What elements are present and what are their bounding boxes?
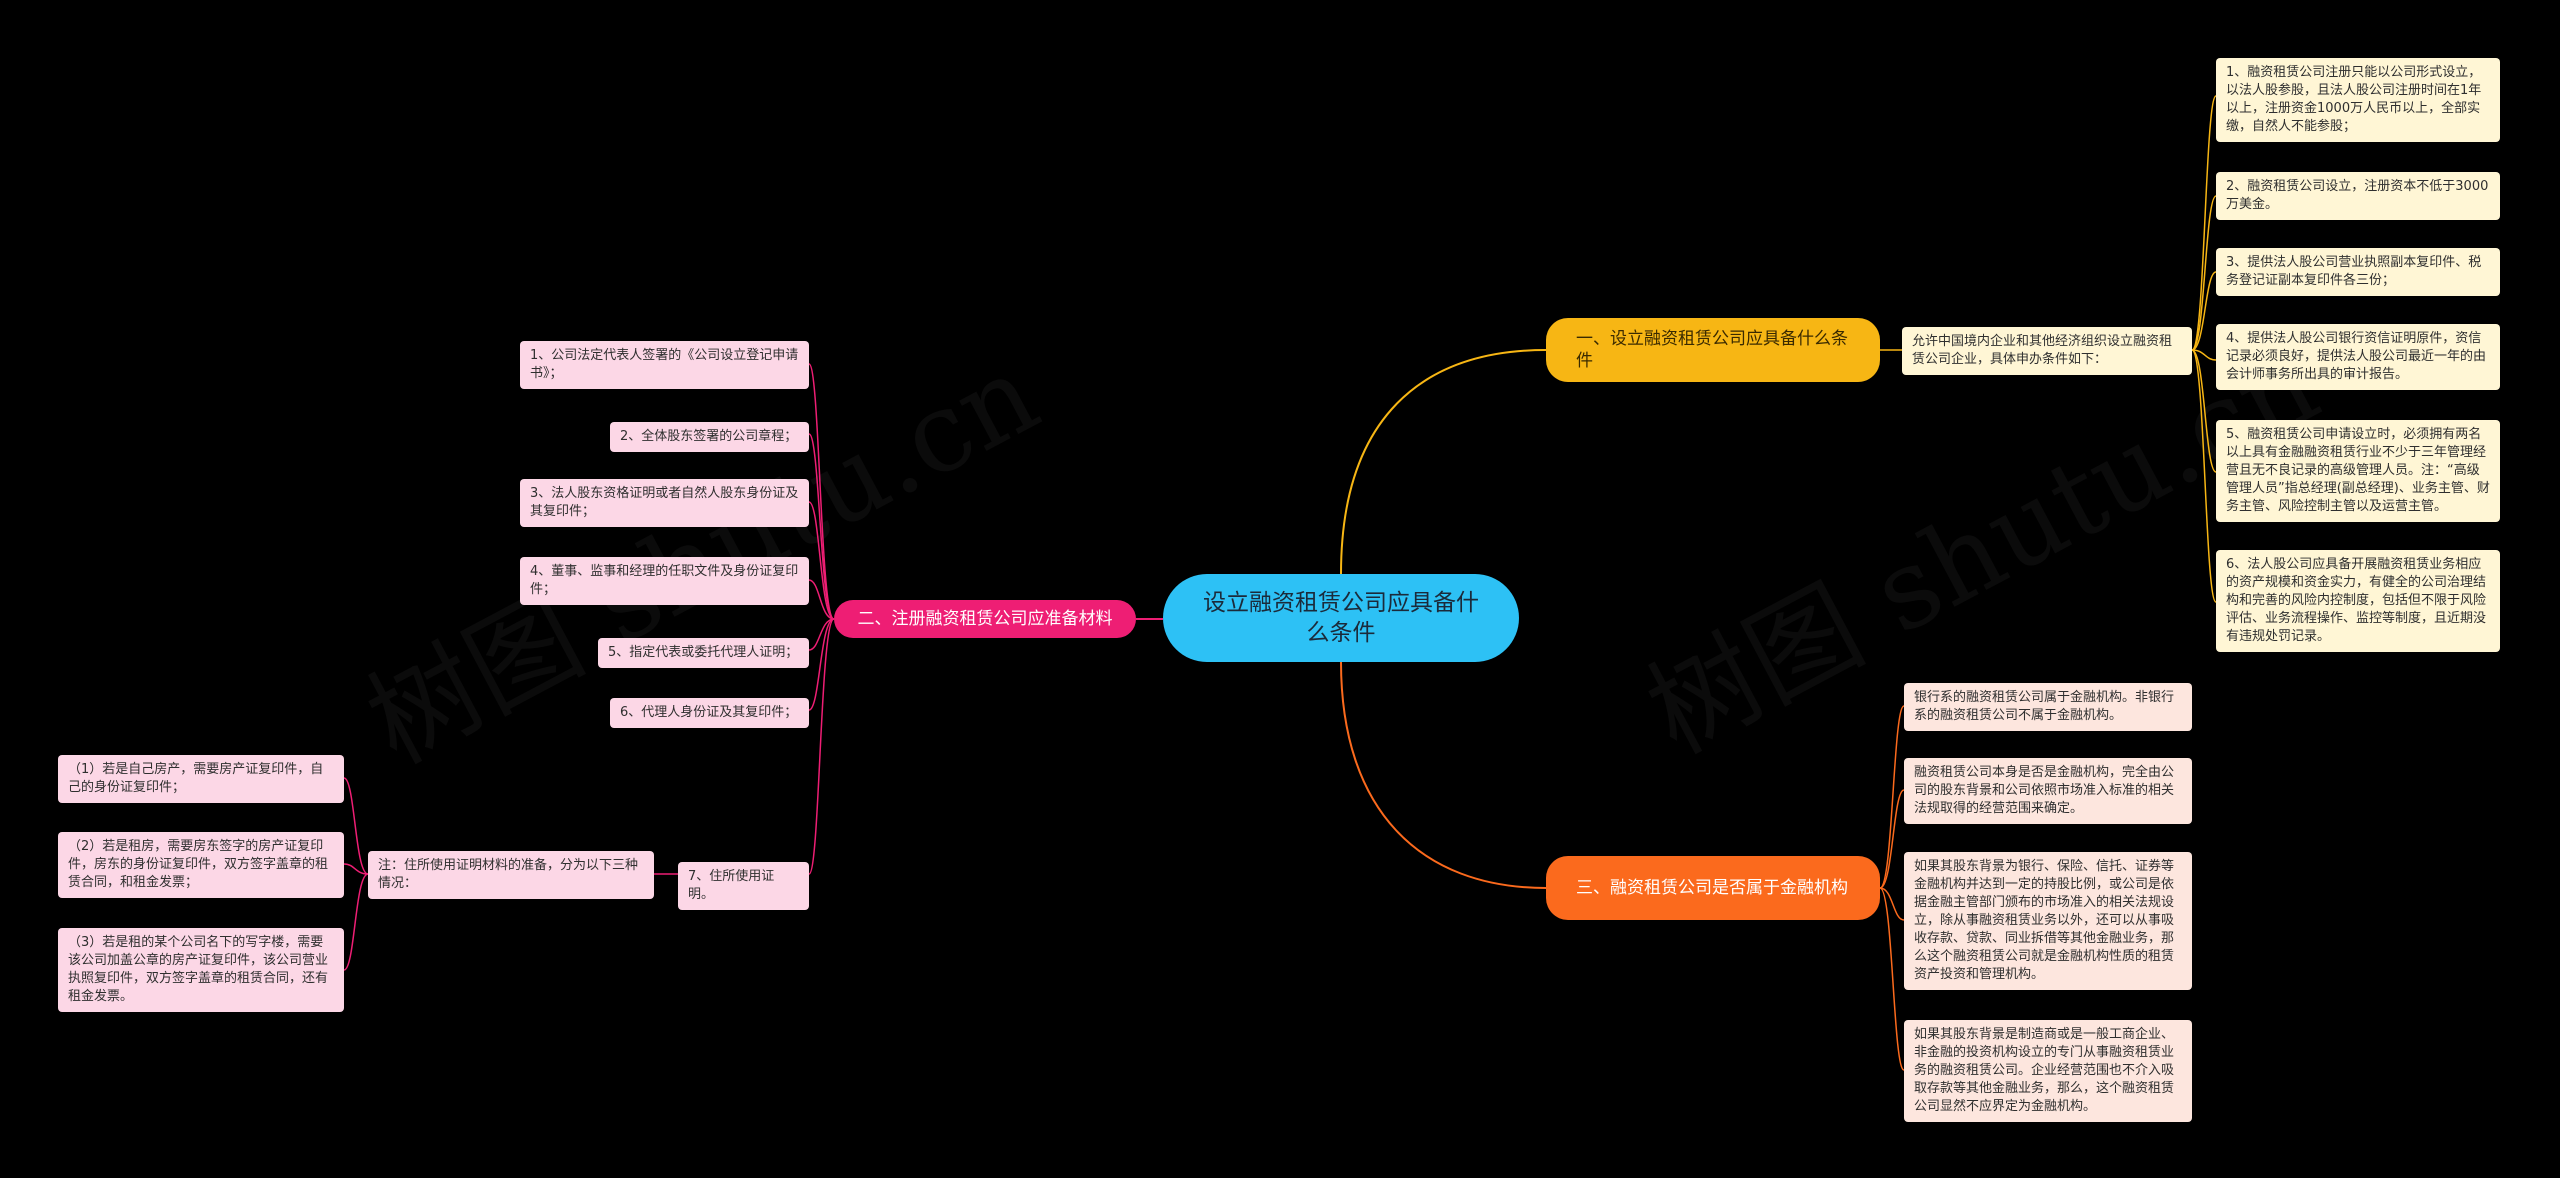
residence-case-3[interactable]: （3）若是租的某个公司名下的写字楼，需要该公司加盖公章的房产证复印件，该公司营业… (58, 928, 344, 1012)
institution-item-1[interactable]: 银行系的融资租赁公司属于金融机构。非银行系的融资租赁公司不属于金融机构。 (1904, 683, 2192, 731)
links-note-subitems (343, 777, 369, 971)
condition-item-5[interactable]: 5、融资租赁公司申请设立时，必须拥有两名以上具有金融融资租赁行业不少于三年管理经… (2216, 420, 2500, 522)
links-branch2-items (808, 363, 835, 875)
institution-item-4[interactable]: 如果其股东背景是制造商或是一般工商企业、非金融的投资机构设立的专门从事融资租赁业… (1904, 1020, 2192, 1122)
condition-item-2[interactable]: 2、融资租赁公司设立，注册资本不低于3000万美金。 (2216, 172, 2500, 220)
branch-conditions-summary[interactable]: 允许中国境内企业和其他经济组织设立融资租赁公司企业，具体申办条件如下： (1902, 327, 2192, 375)
link-root-branch1 (1340, 349, 1547, 575)
branch-materials[interactable]: 二、注册融资租赁公司应准备材料 (834, 600, 1136, 638)
links-branch1-items (2191, 95, 2217, 603)
material-item-2[interactable]: 2、全体股东签署的公司章程； (610, 422, 809, 452)
residence-proof-note[interactable]: 注：住所使用证明材料的准备，分为以下三种情况： (368, 851, 654, 899)
institution-item-2[interactable]: 融资租赁公司本身是否是金融机构，完全由公司的股东背景和公司依照市场准入标准的相关… (1904, 758, 2192, 824)
residence-case-2[interactable]: （2）若是租房，需要房东签字的房产证复印件，房东的身份证复印件，双方签字盖章的租… (58, 832, 344, 898)
condition-item-3[interactable]: 3、提供法人股公司营业执照副本复印件、税务登记证副本复印件各三份； (2216, 248, 2500, 296)
material-item-7[interactable]: 7、住所使用证明。 (678, 862, 809, 910)
institution-item-3[interactable]: 如果其股东背景为银行、保险、信托、证券等金融机构并达到一定的持股比例，或公司是依… (1904, 852, 2192, 990)
condition-item-6[interactable]: 6、法人股公司应具备开展融资租赁业务相应的资产规模和资金实力，有健全的公司治理结… (2216, 550, 2500, 652)
material-item-3[interactable]: 3、法人股东资格证明或者自然人股东身份证及其复印件； (520, 479, 809, 527)
residence-case-1[interactable]: （1）若是自己房产，需要房产证复印件，自己的身份证复印件； (58, 755, 344, 803)
root-topic[interactable]: 设立融资租赁公司应具备什么条件 (1163, 574, 1519, 662)
material-item-4[interactable]: 4、董事、监事和经理的任职文件及身份证复印件； (520, 557, 809, 605)
material-item-1[interactable]: 1、公司法定代表人签署的《公司设立登记申请书》； (520, 341, 809, 389)
condition-item-4[interactable]: 4、提供法人股公司银行资信证明原件，资信记录必须良好，提供法人股公司最近一年的由… (2216, 324, 2500, 390)
link-root-branch3 (1340, 661, 1547, 889)
branch-financial-institution[interactable]: 三、融资租赁公司是否属于金融机构 (1546, 856, 1880, 920)
material-item-6[interactable]: 6、代理人身份证及其复印件； (610, 698, 809, 728)
branch-conditions[interactable]: 一、设立融资租赁公司应具备什么条件 (1546, 318, 1880, 382)
links-branch3-items (1879, 705, 1905, 1071)
material-item-5[interactable]: 5、指定代表或委托代理人证明； (598, 638, 809, 668)
condition-item-1[interactable]: 1、融资租赁公司注册只能以公司形式设立，以法人股参股，且法人股公司注册时间在1年… (2216, 58, 2500, 142)
